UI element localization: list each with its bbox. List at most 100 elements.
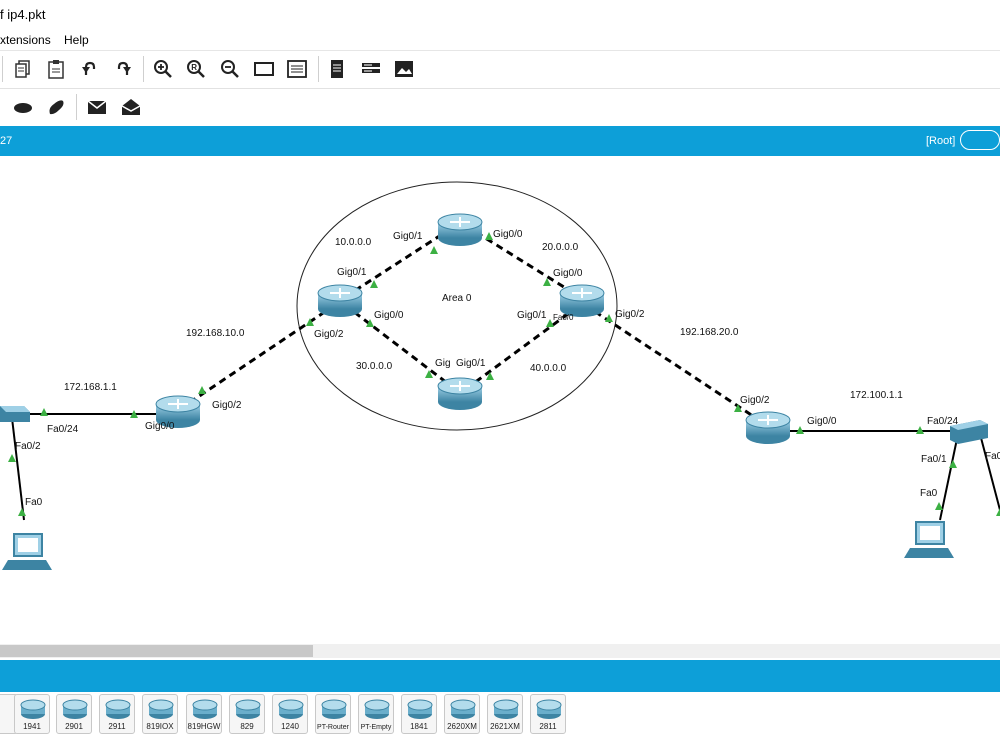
device-label: 819IOX (146, 722, 174, 731)
svg-text:R: R (191, 63, 197, 72)
device-1240[interactable]: 1240 (272, 694, 308, 734)
redo-icon[interactable] (110, 56, 136, 82)
network-label: 172.100.1.1 (850, 390, 903, 401)
router-edge-right[interactable] (745, 411, 791, 444)
port-label: Gig0/2 (212, 400, 242, 411)
scrollbar-thumb[interactable] (0, 645, 313, 657)
router-right[interactable] (559, 284, 605, 317)
link-sw-right-pc[interactable] (939, 433, 959, 521)
switch-right[interactable] (950, 420, 988, 444)
network-label: 40.0.0.0 (530, 363, 567, 374)
device-label: 1841 (410, 722, 428, 731)
navigation-toggle[interactable] (960, 130, 1000, 150)
workspace-info: 27 (0, 135, 13, 147)
device-label: 819HGW (187, 722, 221, 731)
add-simple-pdu-icon[interactable] (84, 94, 110, 120)
device-label: 2620XM (447, 722, 477, 731)
area-label: Area 0 (442, 293, 472, 304)
port-label: Fa0/2 (15, 441, 41, 452)
toolbar-separator (143, 56, 144, 82)
device-2811[interactable]: 2811 (530, 694, 566, 734)
device-label: PT-Empty (360, 724, 392, 731)
router-top[interactable] (437, 213, 483, 246)
device-1941[interactable]: 1941 (14, 694, 50, 734)
device-2901[interactable]: 2901 (56, 694, 92, 734)
port-label: Gig0/0 (553, 268, 583, 279)
device-829[interactable]: 829 (229, 694, 265, 734)
window-title: f ip4.pkt (0, 7, 46, 22)
device-1841[interactable]: 1841 (401, 694, 437, 734)
document-icon[interactable] (324, 56, 350, 82)
port-label: Fa0/24 (47, 424, 79, 435)
pc-left[interactable] (2, 533, 52, 570)
device-819hgw[interactable]: 819HGW (186, 694, 222, 734)
add-complex-pdu-icon[interactable] (118, 94, 144, 120)
menu-bar (0, 28, 1000, 51)
port-label: Gig0/1 (456, 358, 486, 369)
zoom-out-icon[interactable] (217, 56, 243, 82)
freeform-tool-icon[interactable] (43, 94, 69, 120)
link-endpoints (8, 232, 1000, 516)
pc-right[interactable] (904, 521, 954, 558)
port-label: Fa0 (985, 451, 1000, 462)
port-label: Gig0/0 (374, 310, 404, 321)
switch-left[interactable] (0, 406, 30, 422)
toolbar-separator (318, 56, 319, 82)
device-2620xm[interactable]: 2620XM (444, 694, 480, 734)
palette-list-icon[interactable] (284, 56, 310, 82)
port-label: Gig0/0 (493, 229, 523, 240)
device-pt-router[interactable]: PT-Router (315, 694, 351, 734)
network-label: 192.168.20.0 (680, 327, 739, 338)
root-label[interactable]: [Root] (926, 135, 956, 147)
device-label: PT-Router (317, 724, 349, 731)
link-sw-right-extra[interactable] (979, 433, 1000, 511)
device-label: 2911 (108, 722, 126, 731)
device-label: 2901 (65, 722, 83, 731)
port-label: Gig0/0 (807, 416, 837, 427)
port-label: Gig0/1 (337, 267, 367, 278)
port-label: Fa0/0 (553, 313, 574, 322)
device-label: 1941 (23, 722, 41, 731)
toolbar-separator (2, 56, 3, 82)
device-2911[interactable]: 2911 (99, 694, 135, 734)
port-label: Gig0/1 (393, 231, 423, 242)
device-819iox[interactable]: 819IOX (142, 694, 178, 734)
network-label: 30.0.0.0 (356, 361, 393, 372)
menu-help[interactable]: Help (64, 33, 89, 47)
window-icon[interactable] (251, 56, 277, 82)
copy-icon[interactable] (10, 56, 36, 82)
toolbar-separator (76, 94, 77, 120)
menu-extensions[interactable]: xtensions (0, 33, 51, 47)
port-label: Gig0/2 (740, 395, 770, 406)
router-bottom[interactable] (437, 377, 483, 410)
device-pt-empty[interactable]: PT-Empty (358, 694, 394, 734)
zoom-in-icon[interactable] (150, 56, 176, 82)
port-label: Gig0/1 (517, 310, 547, 321)
network-label: 172.168.1.1 (64, 382, 117, 393)
router-edge-left[interactable] (155, 395, 201, 428)
zoom-reset-icon[interactable]: R (183, 56, 209, 82)
paste-icon[interactable] (43, 56, 69, 82)
device-rack-icon[interactable] (358, 56, 384, 82)
link-sw-left-pc[interactable] (11, 417, 25, 521)
device-label: 1240 (281, 722, 299, 731)
image-icon[interactable] (391, 56, 417, 82)
port-label: Gig0/2 (615, 309, 645, 320)
ellipse-tool-icon[interactable] (10, 94, 36, 120)
device-label: 2811 (539, 722, 557, 731)
link-top-right[interactable] (465, 224, 581, 299)
network-label: 192.168.10.0 (186, 328, 245, 339)
device-label: 2621XM (490, 722, 520, 731)
device-label: 829 (240, 722, 254, 731)
logical-workspace[interactable]: Area 0 (0, 156, 1000, 644)
ospf-area-boundary (296, 181, 618, 431)
network-label: 10.0.0.0 (335, 237, 372, 248)
network-label: 20.0.0.0 (542, 242, 579, 253)
undo-icon[interactable] (77, 56, 103, 82)
port-label: Fa0 (25, 497, 43, 508)
router-left[interactable] (317, 284, 363, 317)
port-label: Gig0/2 (314, 329, 344, 340)
device-2621xm[interactable]: 2621XM (487, 694, 523, 734)
port-label: Gig0/0 (145, 421, 175, 432)
link-left-top[interactable] (344, 224, 456, 299)
